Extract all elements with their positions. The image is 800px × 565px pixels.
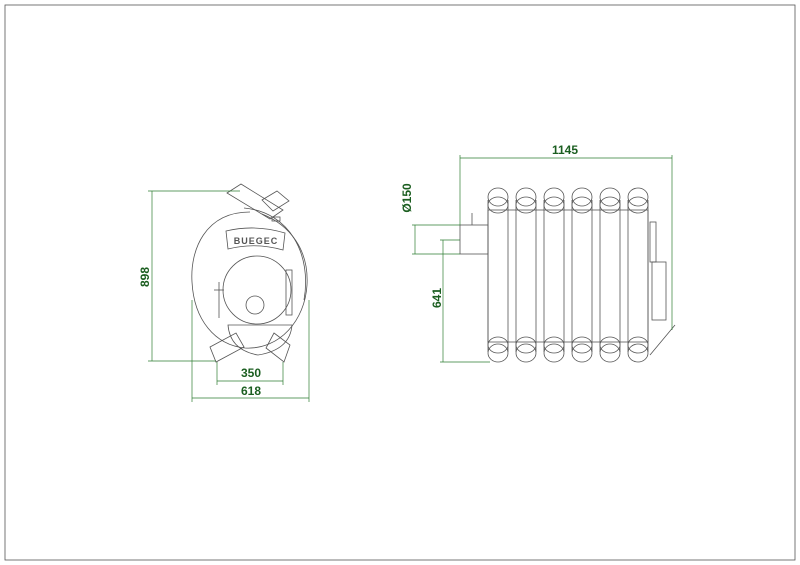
door-hinge [285,269,293,316]
top-leg-right [261,190,290,212]
top-leg-left [226,183,284,220]
body-side [487,209,649,343]
door-side [651,261,667,321]
length-dimension: 1145 [552,143,578,157]
flue-diameter-dimension: Ø150 [400,183,414,213]
overall-width-dimension: 618 [241,384,261,398]
height-dimension: 898 [138,267,152,287]
ash-box [227,324,293,356]
bottom-leg-left [209,332,245,363]
convection-tube [599,187,621,363]
bottom-leg-right [265,332,291,363]
drawing-frame [4,4,796,561]
convection-tube [627,187,649,363]
convection-tube [543,187,565,363]
flue-height-dimension: 641 [430,288,444,308]
logo-text: BUEGEC [234,236,279,246]
side-view: 1145 Ø150 641 [400,143,676,363]
convection-tube [487,187,509,363]
logo-plate [225,227,286,251]
stove-body [191,211,308,349]
flue-pipe [459,224,489,255]
legs-width-dimension: 350 [241,366,261,380]
convection-tube [515,187,537,363]
convection-tube [571,187,593,363]
air-regulator [245,295,265,315]
front-view: BUEGEC 898 350 618 [138,183,310,402]
